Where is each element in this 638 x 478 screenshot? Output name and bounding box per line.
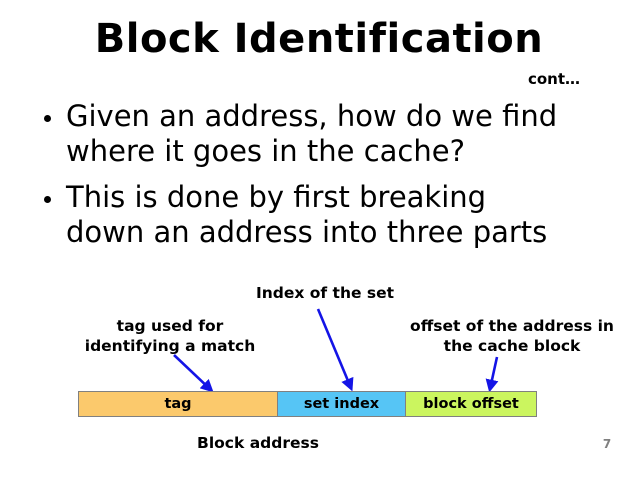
callout-offset-description: offset of the address in the cache block: [392, 317, 632, 357]
callout-line: tag used for: [116, 317, 224, 335]
bullet-list: Given an address, how do we find where i…: [34, 99, 614, 261]
callout-tag-description: tag used for identifying a match: [60, 317, 280, 357]
bullet-dot-icon: [44, 195, 51, 203]
page-title: Block Identification: [94, 16, 544, 62]
address-segment-set-index: set index: [278, 392, 406, 416]
bullet-text: This is done by first breaking down an a…: [66, 180, 614, 251]
address-segment-tag: tag: [79, 392, 278, 416]
list-item: This is done by first breaking down an a…: [34, 180, 614, 251]
callout-line: offset of the address in: [410, 317, 614, 335]
continuation-note: cont…: [527, 70, 580, 88]
callout-line: the cache block: [443, 336, 581, 355]
list-item: Given an address, how do we find where i…: [34, 99, 614, 170]
arrow-block-offset-icon: [485, 356, 499, 393]
callout-index-of-the-set: Index of the set: [255, 284, 395, 302]
bullet-line: down an address into three parts: [66, 215, 548, 250]
page-number: 7: [602, 437, 612, 451]
block-address-caption: Block address: [197, 434, 319, 452]
bullet-line: Given an address, how do we find: [66, 99, 558, 133]
arrow-set-index-icon: [316, 308, 354, 392]
bullet-text: Given an address, how do we find where i…: [66, 99, 614, 170]
arrow-tag-icon: [173, 354, 214, 393]
address-segment-block-offset: block offset: [406, 392, 536, 416]
bullet-dot-icon: [44, 115, 51, 122]
callout-line: identifying a match: [84, 336, 256, 355]
bullet-line: where it goes in the cache?: [66, 134, 465, 169]
address-breakdown-bar: tag set index block offset: [78, 391, 537, 417]
bullet-line: This is done by first breaking: [66, 179, 487, 214]
